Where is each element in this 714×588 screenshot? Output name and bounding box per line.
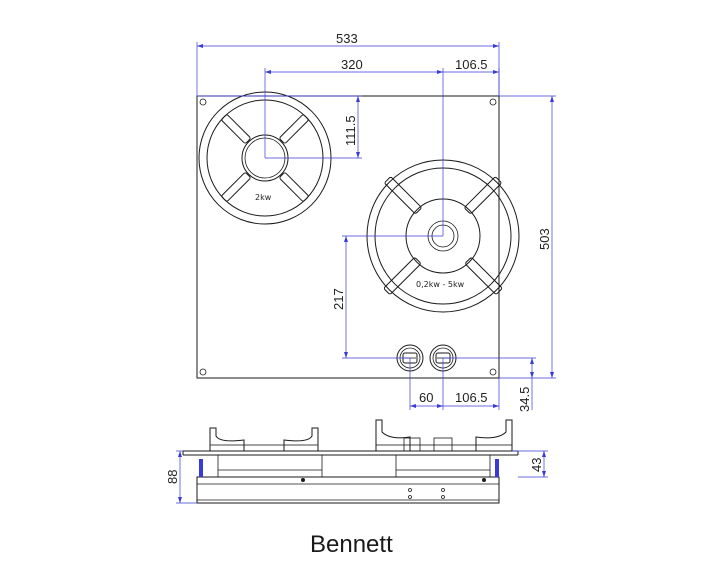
mounting-clip-right	[495, 459, 499, 477]
small-burner-label: 2kw	[255, 193, 272, 202]
dim-knob-spacing: 60	[419, 390, 433, 405]
dim-total-width: 533	[336, 31, 358, 46]
dim-top-thickness: 43	[529, 458, 544, 472]
dim-knob-bottom: 34.5	[517, 387, 532, 412]
dimensions-side-view	[176, 450, 548, 504]
large-burner-label: 0,2kw - 5kw	[416, 280, 465, 289]
corner-screw	[199, 368, 207, 376]
mounting-clip-left	[199, 459, 203, 477]
right-burner-side	[375, 419, 513, 478]
dim-right-burner-height: 217	[331, 288, 346, 310]
dim-total-height: 88	[165, 470, 180, 484]
corner-screw	[489, 368, 497, 376]
cooktop-body	[196, 476, 500, 504]
side-view: 88 43	[165, 419, 548, 504]
dim-total-depth: 503	[537, 228, 552, 250]
corner-screw	[199, 98, 207, 106]
dimensions-top-view	[196, 42, 556, 410]
dim-left-burner-top: 111.5	[343, 115, 358, 146]
dim-burner-spacing: 320	[341, 57, 363, 72]
model-caption: Bennett	[310, 531, 393, 558]
left-burner-side	[209, 427, 323, 478]
corner-screw	[489, 98, 497, 106]
dim-knob-right-offset: 106.5	[455, 390, 488, 405]
dim-right-burner-offset: 106.5	[455, 57, 488, 72]
top-view: 2kw 0,2kw - 5kw	[196, 31, 556, 412]
